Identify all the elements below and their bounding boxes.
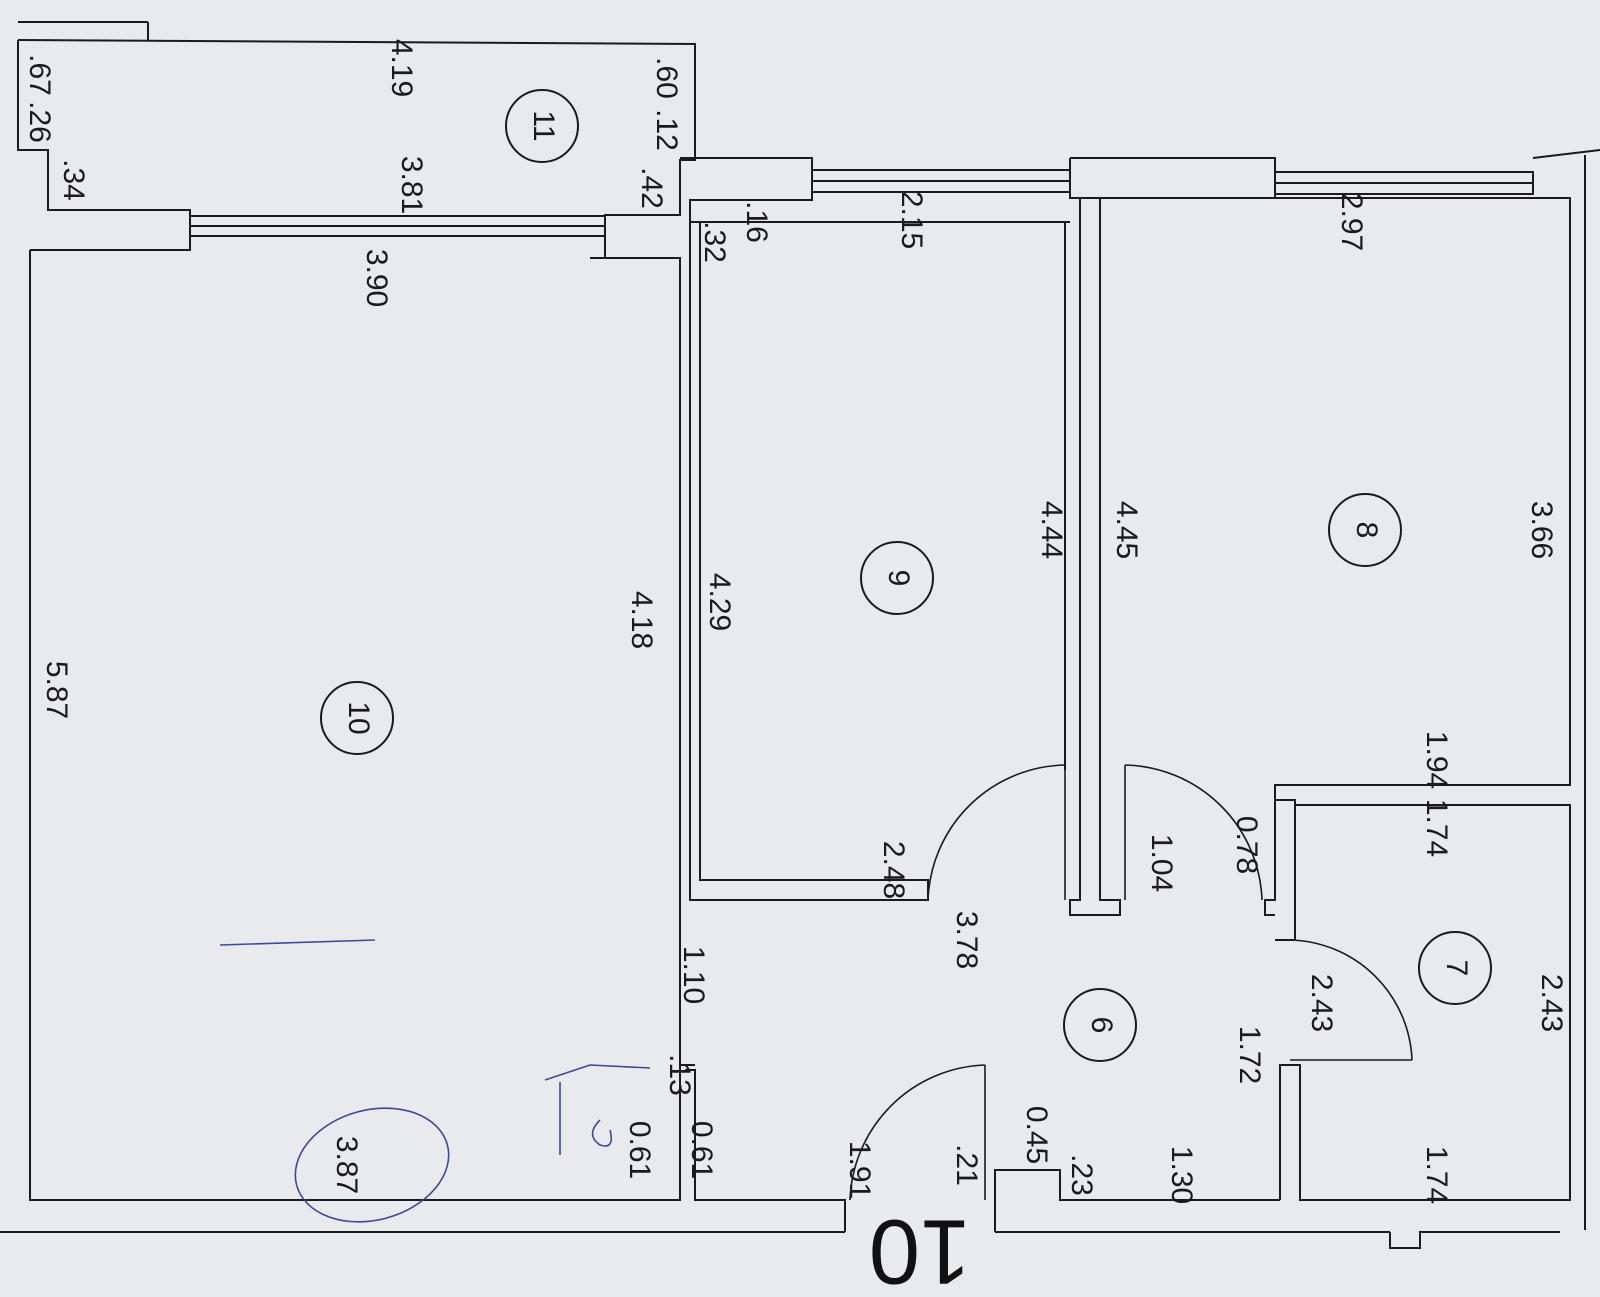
- dim-1-74-a: 1.74: [1420, 799, 1453, 857]
- pen-scribble-1: [544, 1064, 651, 1155]
- wall-top-right: [680, 157, 813, 223]
- dim-021: .21: [950, 1144, 983, 1186]
- room-10-number: 10: [342, 701, 375, 734]
- pen-circle: [294, 1107, 450, 1223]
- pen-stroke-3: [219, 939, 376, 946]
- wall-partition-9-8: [1069, 198, 1121, 916]
- wall-bottom-right: [1389, 1231, 1560, 1249]
- dim-4-44: 4.44: [1035, 501, 1068, 559]
- pen-annotations: [219, 939, 651, 1223]
- room-9-number: 9: [882, 570, 915, 587]
- dim-061-a: 0.61: [623, 1121, 656, 1179]
- dim-1-91: 1.91: [843, 1141, 876, 1199]
- wall-room-11: [17, 39, 696, 259]
- dim-034: .34: [57, 159, 90, 201]
- dim-1-72: 1.72: [1233, 1026, 1266, 1084]
- room-6-circle: [1063, 988, 1137, 1062]
- dim-1-10: 1.10: [677, 946, 710, 1004]
- wall-room-8-corner: [1264, 785, 1276, 916]
- dim-1-30: 1.30: [1165, 1146, 1198, 1204]
- dim-3-81: 3.81: [395, 156, 428, 214]
- dim-060: .60: [650, 57, 683, 99]
- dim-3-66: 3.66: [1525, 501, 1558, 559]
- dim-1-74-b: 1.74: [1420, 1146, 1453, 1204]
- dim-1-94: 1.94: [1420, 731, 1453, 789]
- dim-042: .42: [635, 167, 668, 209]
- dim-5-87: 5.87: [40, 661, 73, 719]
- door-swing-room-9: [927, 764, 1066, 901]
- room-9-circle: [860, 541, 934, 615]
- dim-3-87: 3.87: [330, 1136, 363, 1194]
- room-numbers: 11 10 9 8 7 6: [342, 110, 1473, 1033]
- dim-4-19: 4.19: [385, 39, 418, 97]
- dimension-labels: 4.19 3.81 .60 .12 .42 .67 .26 .34 3.90 5…: [23, 39, 1568, 1204]
- dim-3-78: 3.78: [950, 911, 983, 969]
- dim-2-97: 2.97: [1335, 193, 1368, 251]
- dim-013: .13: [663, 1054, 696, 1096]
- room-7-number: 7: [1440, 960, 1473, 977]
- door-swing-room-7: [1289, 939, 1413, 1061]
- wall-room-7: [1279, 804, 1571, 1201]
- door-swing-entrance: [849, 1064, 986, 1201]
- dim-026: .26: [23, 101, 56, 143]
- dim-2-43-b: 2.43: [1535, 974, 1568, 1032]
- pen-scribble-2: [591, 1119, 613, 1147]
- dim-4-45: 4.45: [1110, 501, 1143, 559]
- room-11-circle: [505, 89, 579, 163]
- dim-023: .23: [1065, 1154, 1098, 1196]
- sheet-number: 10: [869, 1201, 971, 1297]
- room-7-circle: [1418, 931, 1492, 1005]
- room-8-number: 8: [1350, 522, 1383, 539]
- dim-032: .32: [698, 221, 731, 263]
- dim-012: .12: [650, 109, 683, 151]
- wall-bottom-mid: [994, 1169, 1280, 1232]
- door-swings: [849, 764, 1413, 1201]
- room-markers: [320, 89, 1492, 1062]
- dim-067: .67: [23, 54, 56, 96]
- wall-top-right-end: [1532, 149, 1600, 159]
- dim-016: .16: [740, 201, 773, 243]
- dim-4-29: 4.29: [703, 573, 736, 631]
- dim-2-43-a: 2.43: [1305, 974, 1338, 1032]
- wall-bottom-left: [685, 1069, 846, 1232]
- dim-045: 0.45: [1020, 1106, 1053, 1164]
- dim-4-18: 4.18: [625, 591, 658, 649]
- room-8-circle: [1328, 493, 1402, 567]
- room-10-circle: [320, 681, 394, 755]
- dim-078: 0.78: [1230, 816, 1263, 874]
- dim-3-90: 3.90: [360, 249, 393, 307]
- dim-2-48: 2.48: [877, 841, 910, 899]
- dim-1-04: 1.04: [1145, 834, 1178, 892]
- walls: [0, 21, 1600, 1249]
- room-11-number: 11: [527, 110, 560, 141]
- dim-2-15: 2.15: [895, 191, 928, 249]
- door-swing-room-8: [1124, 764, 1263, 901]
- dim-061-b: 0.61: [685, 1121, 718, 1179]
- wall-room-10: [29, 250, 681, 1201]
- room-6-number: 6: [1085, 1017, 1118, 1034]
